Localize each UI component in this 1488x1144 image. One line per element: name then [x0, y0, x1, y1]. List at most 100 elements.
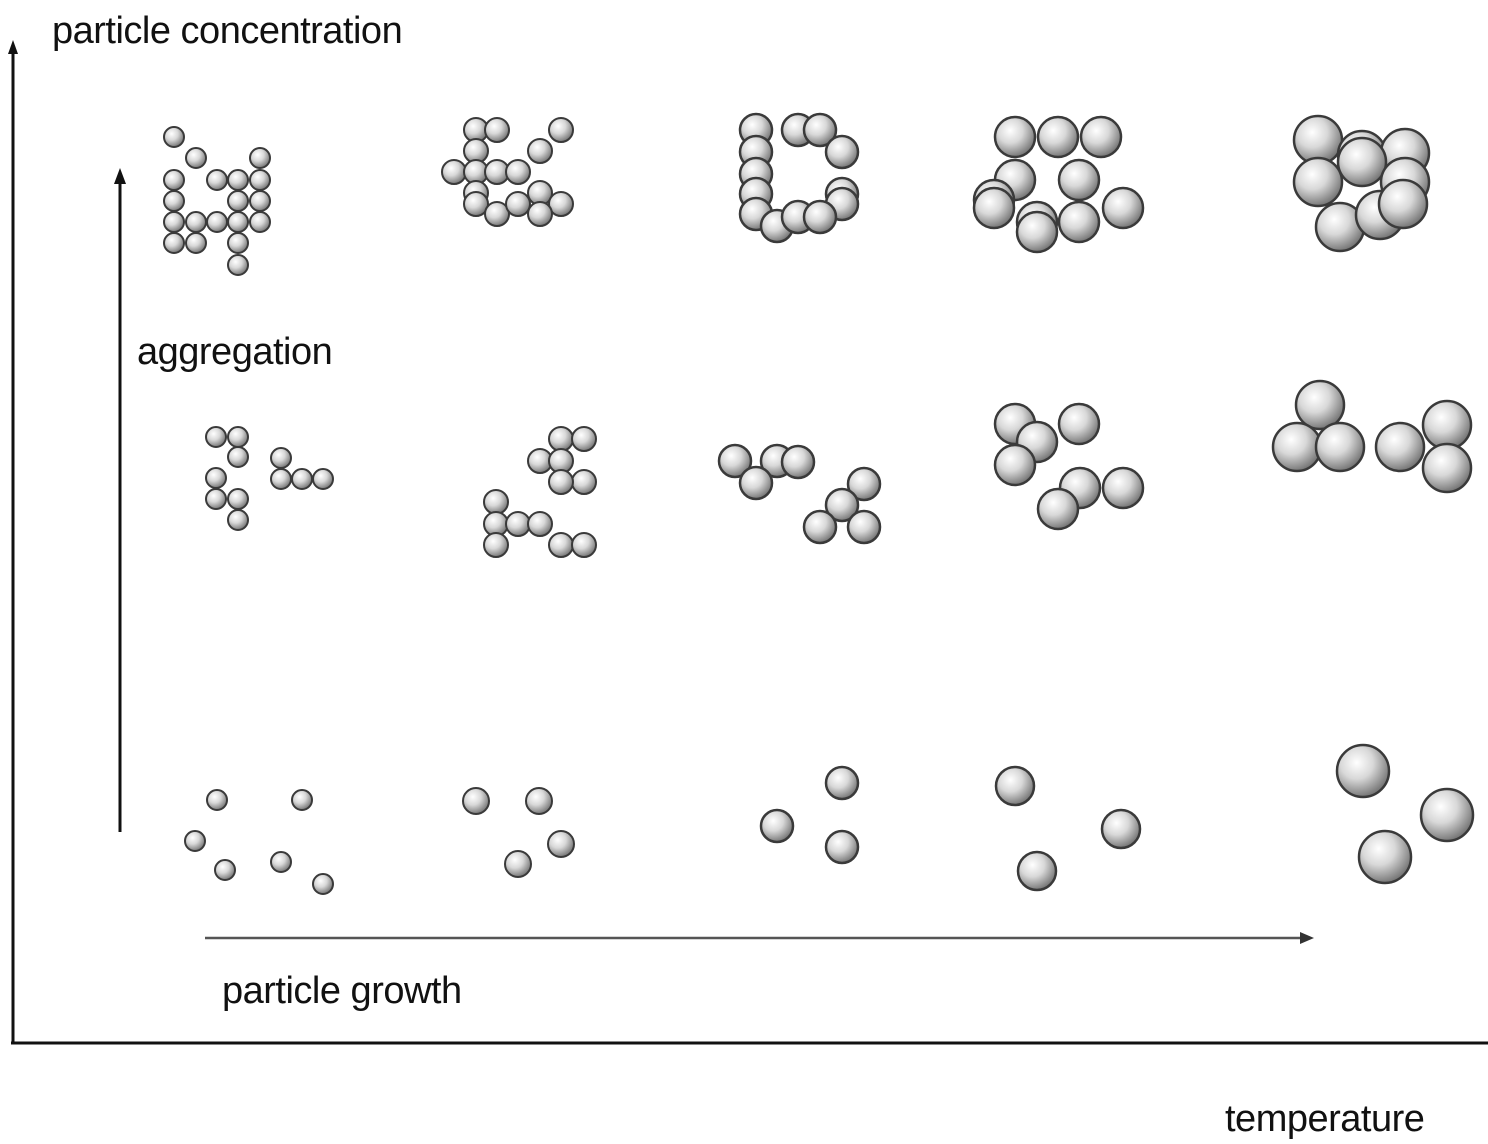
- particle-icon: [505, 191, 531, 217]
- particle-group-high-stage-1: [163, 126, 271, 276]
- particle-icon: [571, 426, 597, 452]
- particle-icon: [205, 426, 227, 448]
- particle-group-medium-stage-5: [1271, 379, 1473, 494]
- particle-icon: [1292, 156, 1344, 208]
- particle-icon: [483, 489, 509, 515]
- particle-icon: [1374, 421, 1426, 473]
- particle-icon: [484, 117, 510, 143]
- particle-icon: [1079, 115, 1123, 159]
- particle-icon: [206, 211, 228, 233]
- particle-group-high-stage-4: [972, 115, 1145, 254]
- y-axis-label: particle concentration: [52, 10, 403, 52]
- particle-icon: [163, 169, 185, 191]
- particle-icon: [227, 169, 249, 191]
- particle-icon: [846, 466, 882, 502]
- particle-icon: [205, 467, 227, 489]
- particle-icon: [205, 488, 227, 510]
- particle-icon: [249, 169, 271, 191]
- particle-icon: [548, 532, 574, 558]
- particle-group-medium-stage-4: [993, 402, 1145, 531]
- particle-group-low-stage-5: [1335, 743, 1475, 885]
- particle-icon: [780, 444, 816, 480]
- particle-icon: [548, 117, 574, 143]
- particle-icon: [824, 134, 860, 170]
- particle-icon: [270, 447, 292, 469]
- particle-icon: [717, 443, 753, 479]
- particle-icon: [463, 191, 489, 217]
- particle-groups: [163, 112, 1475, 895]
- particle-icon: [312, 873, 334, 895]
- particle-icon: [270, 851, 292, 873]
- particle-group-low-stage-1: [184, 789, 334, 895]
- particle-icon: [206, 169, 228, 191]
- particle-icon: [527, 201, 553, 227]
- particle-icon: [1015, 210, 1059, 254]
- particle-growth-label: particle growth: [222, 970, 462, 1012]
- particle-icon: [505, 511, 531, 537]
- particle-icon: [802, 112, 838, 148]
- particle-icon: [312, 468, 334, 490]
- particle-icon: [249, 211, 271, 233]
- particle-icon: [505, 159, 531, 185]
- particle-icon: [1294, 379, 1346, 431]
- y-axis-arrowhead: [8, 40, 18, 54]
- growth-arrowhead: [1300, 932, 1314, 944]
- particle-icon: [824, 487, 860, 523]
- particle-group-high-stage-2: [441, 117, 574, 227]
- particle-icon: [227, 509, 249, 531]
- particle-icon: [185, 147, 207, 169]
- particle-icon: [1335, 743, 1391, 799]
- particle-icon: [163, 190, 185, 212]
- particle-icon: [249, 147, 271, 169]
- particle-icon: [846, 509, 882, 545]
- particle-icon: [1016, 850, 1058, 892]
- particle-icon: [249, 190, 271, 212]
- particle-icon: [738, 465, 774, 501]
- particle-icon: [993, 115, 1037, 159]
- particle-icon: [214, 859, 236, 881]
- particle-icon: [484, 201, 510, 227]
- particle-icon: [1036, 487, 1080, 531]
- particle-icon: [527, 138, 553, 164]
- particle-icon: [1101, 466, 1145, 510]
- particle-icon: [547, 830, 575, 858]
- particle-icon: [1057, 402, 1101, 446]
- aggregation-label: aggregation: [137, 331, 333, 373]
- particle-icon: [993, 443, 1037, 487]
- particle-icon: [227, 254, 249, 276]
- particle-icon: [270, 468, 292, 490]
- particle-icon: [1101, 186, 1145, 230]
- particle-icon: [1036, 115, 1080, 159]
- particle-icon: [227, 488, 249, 510]
- particle-group-low-stage-2: [462, 787, 575, 878]
- particle-icon: [972, 186, 1016, 230]
- particle-icon: [824, 829, 860, 865]
- particle-icon: [227, 190, 249, 212]
- particle-icon: [163, 126, 185, 148]
- aggregation-arrowhead: [114, 168, 126, 184]
- particle-icon: [548, 469, 574, 495]
- particle-icon: [185, 211, 207, 233]
- particle-icon: [1100, 808, 1142, 850]
- particle-icon: [483, 532, 509, 558]
- particle-group-medium-stage-2: [483, 426, 597, 558]
- particle-icon: [1057, 158, 1101, 202]
- particle-icon: [527, 511, 553, 537]
- particle-icon: [291, 468, 313, 490]
- particle-group-high-stage-5: [1292, 114, 1431, 253]
- particle-group-low-stage-4: [994, 765, 1142, 892]
- particle-icon: [994, 765, 1036, 807]
- particle-icon: [1419, 787, 1475, 843]
- particle-icon: [1057, 200, 1101, 244]
- particle-icon: [206, 789, 228, 811]
- particle-icon: [163, 211, 185, 233]
- particle-icon: [227, 232, 249, 254]
- particle-icon: [1357, 829, 1413, 885]
- particle-icon: [525, 787, 553, 815]
- particle-icon: [1421, 442, 1473, 494]
- particle-icon: [1421, 399, 1473, 451]
- particle-icon: [548, 191, 574, 217]
- particle-icon: [185, 232, 207, 254]
- particle-icon: [802, 509, 838, 545]
